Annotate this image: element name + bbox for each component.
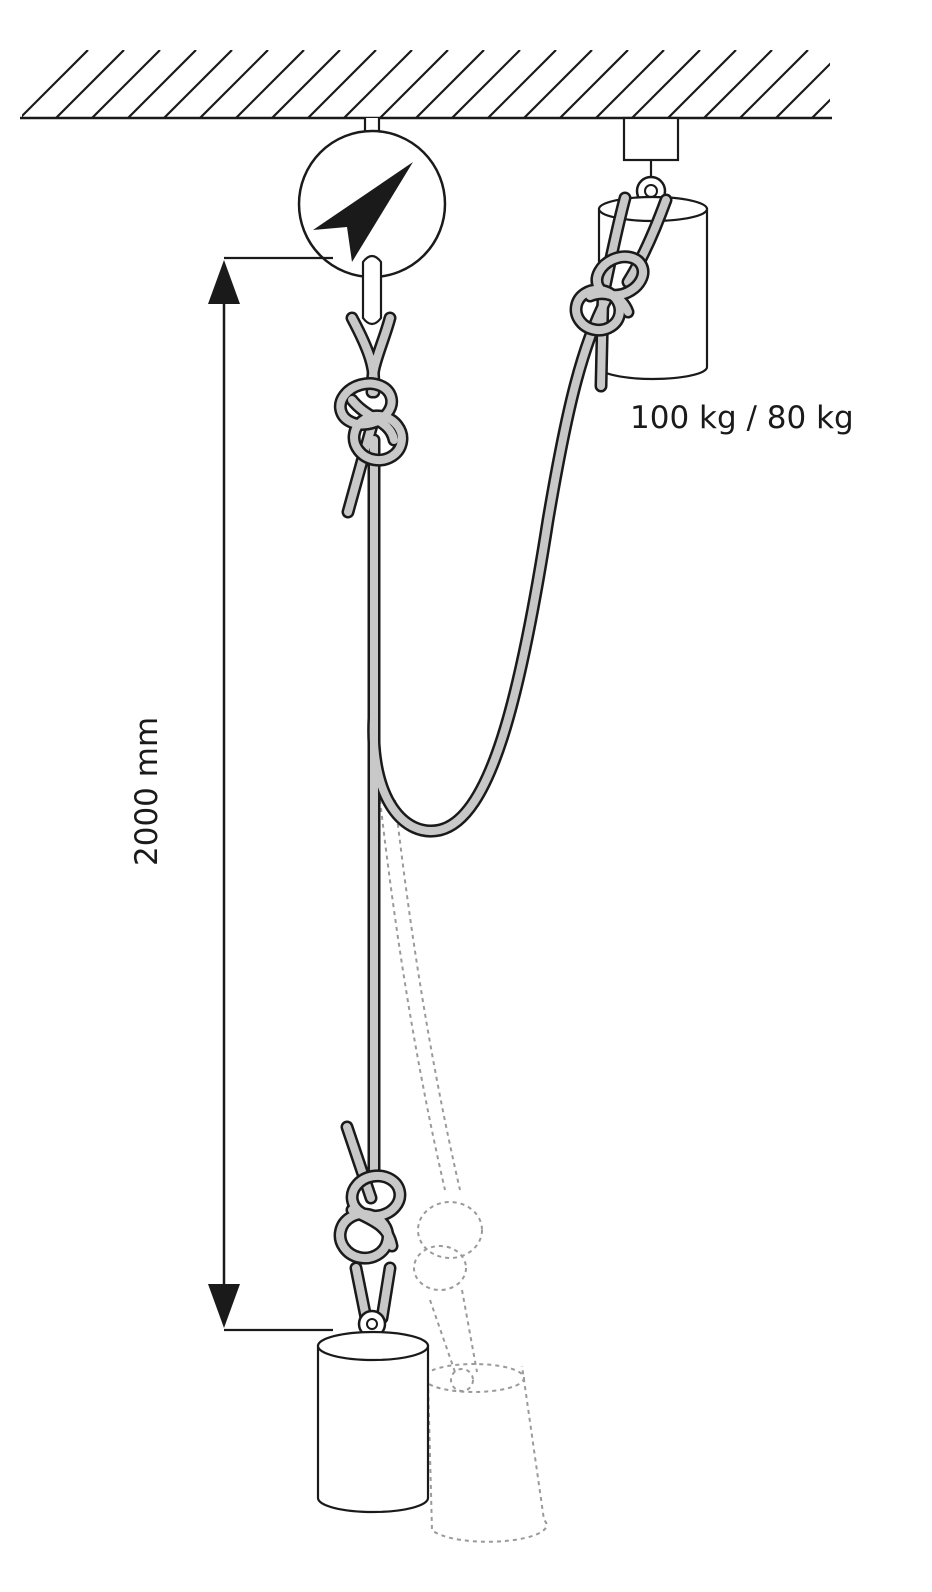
ceiling — [20, 50, 832, 120]
anchor-block — [622, 116, 680, 162]
test-rope — [333, 191, 673, 1325]
right-anchor — [622, 116, 680, 207]
right-knot — [569, 250, 650, 337]
drop-height-dimension — [208, 256, 333, 1332]
lower-knot — [333, 1169, 407, 1265]
dimension-arrow-down-icon — [208, 1284, 240, 1328]
ghost-rope — [379, 799, 446, 1191]
falling-mass — [316, 1309, 430, 1514]
gauge-bottom-hook — [361, 254, 383, 326]
mass-label: 100 kg / 80 kg — [630, 400, 854, 436]
upper-knot — [333, 377, 409, 467]
dimension-arrow-up-icon — [208, 260, 240, 304]
ghost-falling-assembly — [379, 799, 548, 1543]
ceiling-hatching — [22, 50, 830, 118]
height-label: 2000 mm — [129, 717, 165, 866]
ghost-mass — [427, 1365, 548, 1543]
gauge-needle-icon — [313, 162, 413, 262]
force-gauge — [297, 118, 447, 326]
